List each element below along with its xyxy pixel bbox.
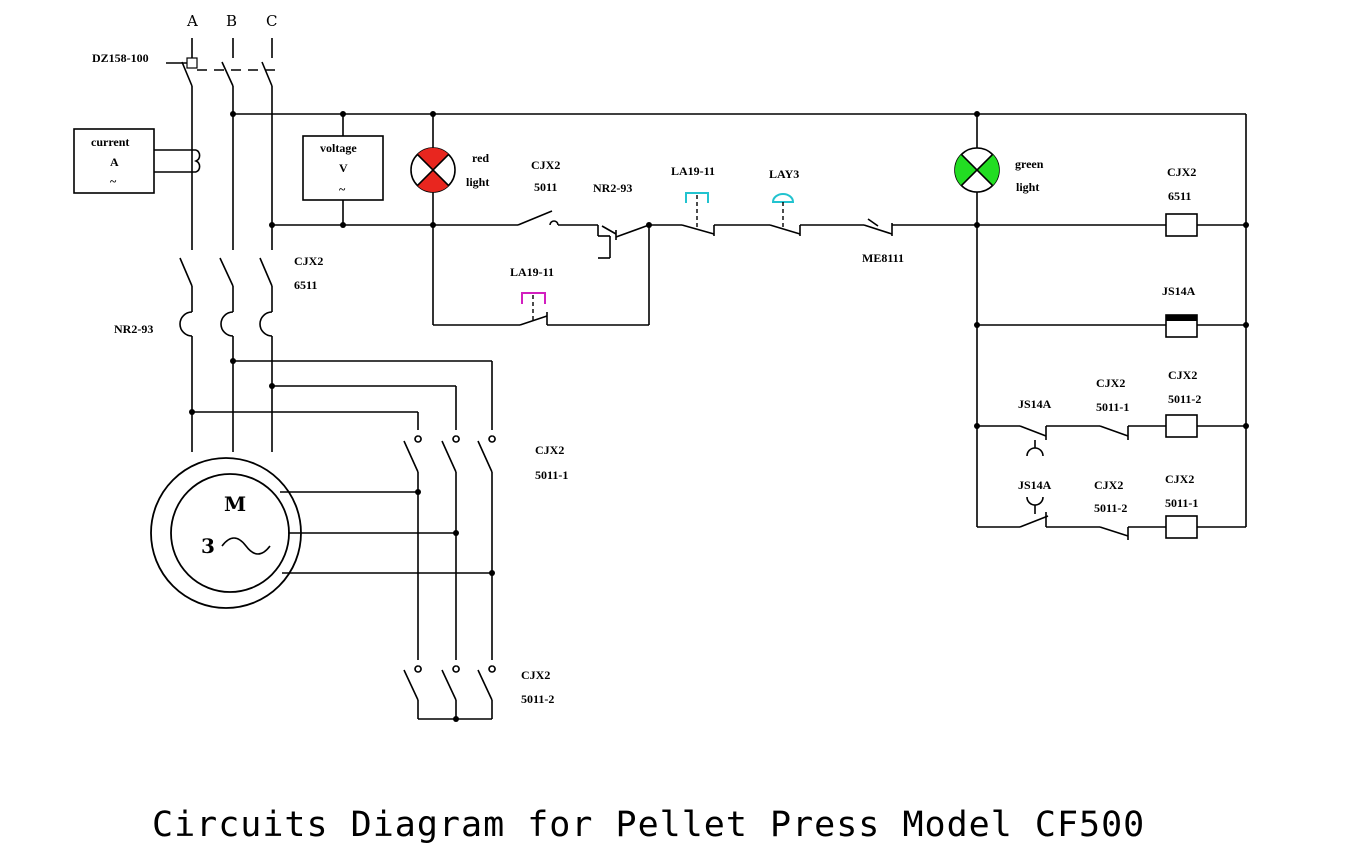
la19-bottom-label: LA19-11 bbox=[510, 265, 554, 279]
coil-6511-label-2: 6511 bbox=[1168, 189, 1191, 203]
timer-coil-js14a bbox=[1165, 314, 1198, 338]
main-contactor-label-1: CJX2 bbox=[294, 254, 323, 268]
control-line bbox=[269, 114, 1249, 326]
interlock-2-label-a: CJX2 bbox=[1094, 478, 1123, 492]
rev2-label-a: CJX2 bbox=[521, 668, 550, 682]
ammeter bbox=[73, 128, 201, 194]
coil-5011-1 bbox=[1165, 515, 1198, 539]
coil-6511-label-1: CJX2 bbox=[1167, 165, 1196, 179]
motor-3-label: 3 bbox=[201, 534, 215, 558]
rev1-label-b: 5011-1 bbox=[535, 468, 568, 482]
red-light-label-2: light bbox=[466, 175, 489, 189]
voltmeter-label-1: voltage bbox=[320, 141, 357, 155]
ammeter-label-2: A bbox=[110, 155, 119, 169]
voltmeter bbox=[302, 114, 384, 225]
timer-coil-label: JS14A bbox=[1162, 284, 1196, 298]
breaker-dz158 bbox=[166, 38, 275, 87]
red-light-label-1: red bbox=[472, 151, 489, 165]
coil-5011-1-label-a: CJX2 bbox=[1165, 472, 1194, 486]
main-overload-label: NR2-93 bbox=[114, 322, 153, 336]
diagram-title: Circuits Diagram for Pellet Press Model … bbox=[152, 805, 1145, 845]
ammeter-label-3: ~ bbox=[110, 174, 117, 188]
ctrl-overload-label: NR2-93 bbox=[593, 181, 632, 195]
rev2-label-b: 5011-2 bbox=[521, 692, 554, 706]
control-bus-top bbox=[230, 111, 1247, 527]
lay3-button-icon bbox=[771, 193, 795, 228]
green-light-label-2: light bbox=[1016, 180, 1039, 194]
interlock-1-label-b: 5011-1 bbox=[1096, 400, 1129, 414]
red-lamp bbox=[410, 147, 456, 193]
motor bbox=[150, 457, 302, 609]
cjx2-5011-contact-label-1: CJX2 bbox=[531, 158, 560, 172]
motor-m-label: M bbox=[224, 492, 246, 516]
coil-5011-2-label-a: CJX2 bbox=[1168, 368, 1197, 382]
reversing-wiring bbox=[189, 358, 496, 722]
voltmeter-label-3: ~ bbox=[339, 182, 346, 196]
timer-block bbox=[974, 225, 1249, 540]
coil-5011-2-label-b: 5011-2 bbox=[1168, 392, 1201, 406]
phase-wires bbox=[179, 86, 273, 452]
me8111-label: ME8111 bbox=[862, 251, 904, 265]
lay3-label: LAY3 bbox=[769, 167, 799, 181]
green-lamp bbox=[954, 114, 1000, 225]
coil-5011-2 bbox=[1165, 414, 1198, 438]
timer-contact-2-label: JS14A bbox=[1018, 478, 1052, 492]
green-light-label-1: green bbox=[1015, 157, 1044, 171]
la19-top-button-icon bbox=[685, 192, 709, 228]
cjx2-5011-contact-label-2: 5011 bbox=[534, 180, 557, 194]
interlock-1-label-a: CJX2 bbox=[1096, 376, 1125, 390]
la19-top-label: LA19-11 bbox=[671, 164, 715, 178]
la19-bottom-button-icon bbox=[521, 292, 546, 320]
rev1-label-a: CJX2 bbox=[535, 443, 564, 457]
ammeter-label-1: current bbox=[91, 135, 129, 149]
timer-contact-1-label: JS14A bbox=[1018, 397, 1052, 411]
coil-5011-1-label-b: 5011-1 bbox=[1165, 496, 1198, 510]
phase-label-a: A bbox=[186, 12, 198, 30]
phase-label-c: C bbox=[266, 12, 277, 30]
breaker-label: DZ158-100 bbox=[92, 51, 149, 65]
main-contactor-label-2: 6511 bbox=[294, 278, 317, 292]
phase-label-b: B bbox=[226, 12, 237, 30]
voltmeter-label-2: V bbox=[339, 161, 348, 175]
interlock-2-label-b: 5011-2 bbox=[1094, 501, 1127, 515]
coil-6511 bbox=[1165, 213, 1198, 237]
